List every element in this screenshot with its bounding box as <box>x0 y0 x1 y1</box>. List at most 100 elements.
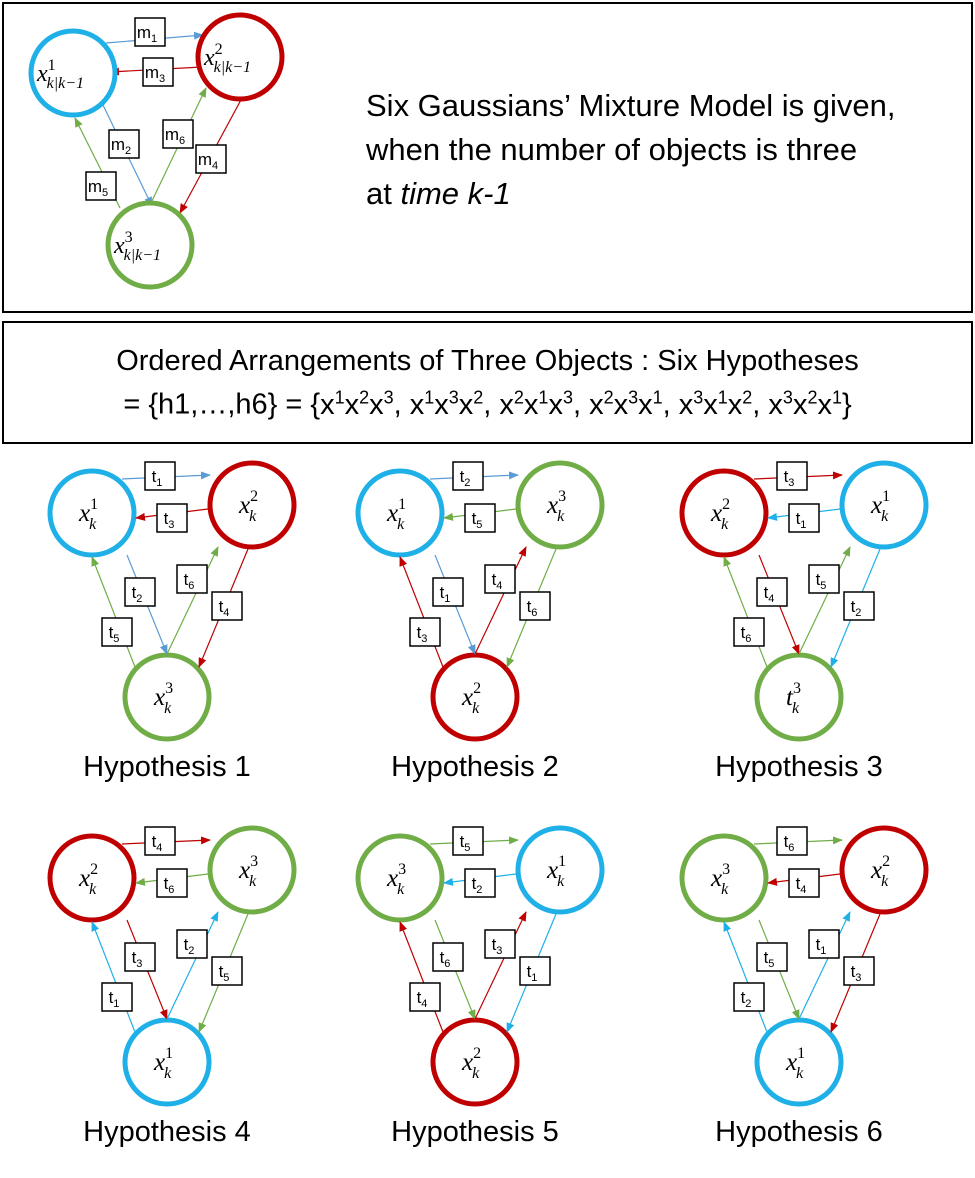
edge-label-top-4: t4 <box>144 826 176 856</box>
svg-text:t6: t6 <box>741 623 752 645</box>
edge-label-back-1: t3 <box>156 503 188 533</box>
svg-text:x3k: x3k <box>710 861 730 898</box>
object-symbol: x3 <box>434 387 459 421</box>
edge-label-m6: m6 <box>162 119 194 149</box>
edge-c-b-5 <box>474 911 527 1020</box>
summary-separator: , <box>393 388 410 421</box>
svg-text:t5: t5 <box>764 948 775 970</box>
svg-text:t1: t1 <box>527 962 538 984</box>
svg-text:x3k: x3k <box>153 680 173 717</box>
edge-c-b-2 <box>474 546 527 655</box>
svg-text:t6: t6 <box>184 570 195 592</box>
svg-text:t2: t2 <box>741 988 752 1010</box>
edge-label-a-c-1: t2 <box>124 577 156 607</box>
edge-label-b-c-1: t4 <box>211 591 243 621</box>
summary-separator: , <box>662 388 679 421</box>
object-symbol: x2 <box>344 387 370 421</box>
svg-text:t1: t1 <box>152 467 163 489</box>
edge-label-top-1: t1 <box>144 461 176 491</box>
svg-text:t3: t3 <box>132 948 143 970</box>
svg-text:x1k: x1k <box>785 1045 805 1082</box>
svg-text:t1: t1 <box>816 935 827 957</box>
svg-text:x2k: x2k <box>870 853 890 890</box>
edge-label-b-c-5: t1 <box>519 956 551 986</box>
gmm-description: Six Gaussians’ Mixture Model is given, w… <box>366 84 966 216</box>
edge-label-c-b-4: t2 <box>176 929 208 959</box>
svg-text:t4: t4 <box>152 832 163 854</box>
svg-text:t4: t4 <box>417 988 428 1010</box>
edge-label-a-c-5: t6 <box>432 942 464 972</box>
svg-text:t3: t3 <box>417 623 428 645</box>
edge-c-a-4 <box>91 921 136 1033</box>
svg-text:x2k: x2k <box>238 488 258 525</box>
object-symbol: x3 <box>768 387 793 421</box>
svg-text:x3k: x3k <box>386 861 406 898</box>
object-symbol: x3 <box>548 387 573 421</box>
svg-text:x3k: x3k <box>546 488 566 525</box>
hypothesis-caption: Hypothesis 5 <box>391 1116 559 1148</box>
object-symbol: x2 <box>792 387 818 421</box>
edge-c-a-5 <box>399 921 444 1033</box>
edge-label-top-6: t6 <box>776 826 808 856</box>
summary-title: Ordered Arrangements of Three Objects : … <box>116 345 859 377</box>
svg-text:t3: t3 <box>851 962 862 984</box>
svg-text:t4: t4 <box>796 874 807 896</box>
svg-text:t4: t4 <box>492 570 503 592</box>
edge-label-a-c-2: t1 <box>432 577 464 607</box>
edge-label-back-3: t1 <box>788 503 820 533</box>
svg-text:t4: t4 <box>764 583 775 605</box>
svg-text:t2: t2 <box>472 874 483 896</box>
object-symbol: x3 <box>613 387 639 421</box>
summary-separator: } <box>841 388 852 421</box>
svg-text:x3k: x3k <box>238 853 258 890</box>
object-symbol: x2 <box>589 387 614 421</box>
description-line-2: when the number of objects is three <box>366 132 858 167</box>
svg-text:t3: t3 <box>164 509 175 531</box>
edge-c-a-1 <box>91 556 136 668</box>
edge-label-back-5: t2 <box>464 868 496 898</box>
svg-text:t2: t2 <box>851 597 862 619</box>
svg-text:x1k: x1k <box>78 496 98 533</box>
edge-label-c-b-6: t1 <box>808 929 840 959</box>
edge-label-c-b-5: t3 <box>484 929 516 959</box>
svg-text:x1k: x1k <box>546 853 566 890</box>
object-symbol: x1 <box>638 387 663 421</box>
edge-label-back-4: t6 <box>156 868 188 898</box>
hypothesis-caption: Hypothesis 1 <box>83 751 251 783</box>
svg-text:x2k: x2k <box>78 861 98 898</box>
edge-label-back-6: t4 <box>788 868 820 898</box>
svg-text:t5: t5 <box>460 832 471 854</box>
edge-label-top-2: t2 <box>452 461 484 491</box>
object-symbol: x3 <box>369 387 394 421</box>
object-symbol: x1 <box>703 387 728 421</box>
edge-label-top-3: t3 <box>776 461 808 491</box>
object-symbol: x1 <box>409 387 435 421</box>
svg-text:x1k: x1k <box>386 496 406 533</box>
edge-c-b-4 <box>166 911 219 1020</box>
description-line-1: Six Gaussians’ Mixture Model is given, <box>366 88 896 123</box>
object-symbol: x2 <box>458 387 484 421</box>
edge-label-b-c-3: t2 <box>843 591 875 621</box>
edge-label-m5: m5 <box>85 171 117 201</box>
edge-label-c-a-2: t3 <box>409 617 441 647</box>
summary-separator: , <box>572 388 590 421</box>
object-symbol: x1 <box>817 387 842 421</box>
time-label: time k-1 <box>400 176 511 211</box>
description-line-3: at time k-1 <box>366 172 966 216</box>
svg-text:t5: t5 <box>109 623 120 645</box>
